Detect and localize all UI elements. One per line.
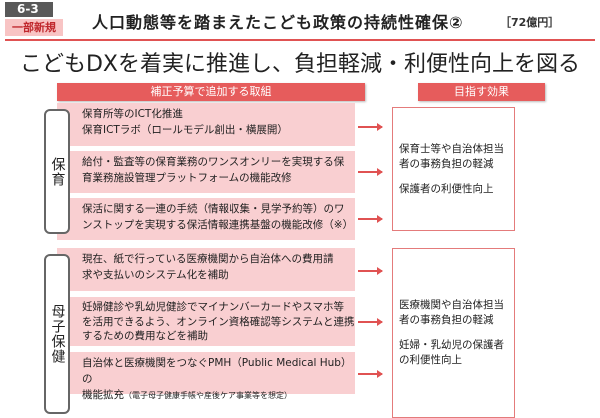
arrow-right-icon — [358, 318, 383, 326]
initiative-text: 機能拡充 — [82, 389, 124, 401]
title-divider — [5, 39, 595, 41]
initiative-text: 現在、紙で行っている医療機関から自治体への費用請 — [82, 253, 334, 265]
initiative-row: 給付・監査等の保育業務のワンスオンリーを実現する保 育業務施設管理プラットフォー… — [57, 151, 355, 193]
initiative-text: するための費用などを補助 — [82, 330, 208, 342]
effect-text: 妊婦・乳幼児の保護者の利便性向上 — [399, 339, 504, 366]
initiative-text: 保育所等のICT化推進 — [82, 108, 183, 120]
section-label-childcare: 保育 — [44, 109, 70, 234]
effect-text: 保護者の利便性向上 — [399, 182, 494, 195]
section-number-badge: 6-3 — [5, 2, 53, 17]
subtitle: こどもDXを着実に推進し、負担軽減・利便性向上を図る — [19, 52, 580, 77]
initiative-text: 給付・監査等の保育業務のワンスオンリーを実現する保 — [82, 156, 345, 168]
section-label-maternal-child-health: 母子保健 — [44, 254, 70, 414]
budget-amount: ［72億円］ — [500, 16, 560, 29]
initiative-note: （電子母子健康手帳や産後ケア事業等を想定） — [124, 391, 292, 400]
initiative-text: 自治体と医療機関をつなぐPMH（Public Medical Hub）の — [82, 357, 352, 385]
initiative-row: 保活に関する一連の手続（情報収集・見学予約等）のワ ンストップを実現する保活情報… — [57, 198, 355, 240]
new-tag-badge: 一部新規 — [5, 19, 63, 36]
arrow-right-icon — [358, 123, 383, 131]
effects-box-maternal-child-health: 医療機関や自治体担当者の事務負担の軽減 妊婦・乳幼児の保護者の利便性向上 — [392, 248, 515, 418]
effect-text: 医療機関や自治体担当者の事務負担の軽減 — [399, 299, 504, 326]
initiative-text: 求や支払いのシステム化を補助 — [82, 269, 229, 281]
initiative-row: 保育所等のICT化推進 保育ICTラボ（ロールモデル創出・横展開） — [57, 103, 355, 146]
arrow-right-icon — [358, 267, 383, 275]
effects-box-childcare: 保育士等や自治体担当者の事務負担の軽減 保護者の利便性向上 — [392, 107, 515, 231]
arrow-right-icon — [358, 215, 383, 223]
arrow-right-icon — [358, 168, 383, 176]
initiative-row: 現在、紙で行っている医療機関から自治体への費用請 求や支払いのシステム化を補助 — [57, 248, 355, 291]
initiative-row: 妊婦健診や乳幼児健診でマイナンバーカードやスマホ等 を活用できるよう、オンライン… — [57, 297, 355, 346]
initiative-text: 妊婦健診や乳幼児健診でマイナンバーカードやスマホ等 — [82, 301, 344, 313]
initiative-text: 保育ICTラボ（ロールモデル創出・横展開） — [82, 124, 288, 136]
column-header-initiatives: 補正予算で追加する取組 — [57, 83, 365, 101]
page-title: 人口動態等を踏まえたこども政策の持続性確保② — [92, 13, 464, 32]
initiative-text: 育業務施設管理プラットフォームの機能改修 — [82, 172, 292, 184]
column-header-effects: 目指す効果 — [418, 83, 545, 101]
initiative-text: を活用できるよう、オンライン資格確認等システムと連携 — [82, 315, 355, 328]
arrow-right-icon — [358, 370, 383, 378]
effect-text: 保育士等や自治体担当者の事務負担の軽減 — [399, 142, 504, 170]
initiative-text: 保活に関する一連の手続（情報収集・見学予約等）のワ — [82, 203, 345, 215]
initiative-text: ンストップを実現する保活情報連携基盤の機能改修（※） — [82, 219, 354, 231]
initiative-row: 自治体と医療機関をつなぐPMH（Public Medical Hub）の 機能拡… — [57, 352, 355, 401]
